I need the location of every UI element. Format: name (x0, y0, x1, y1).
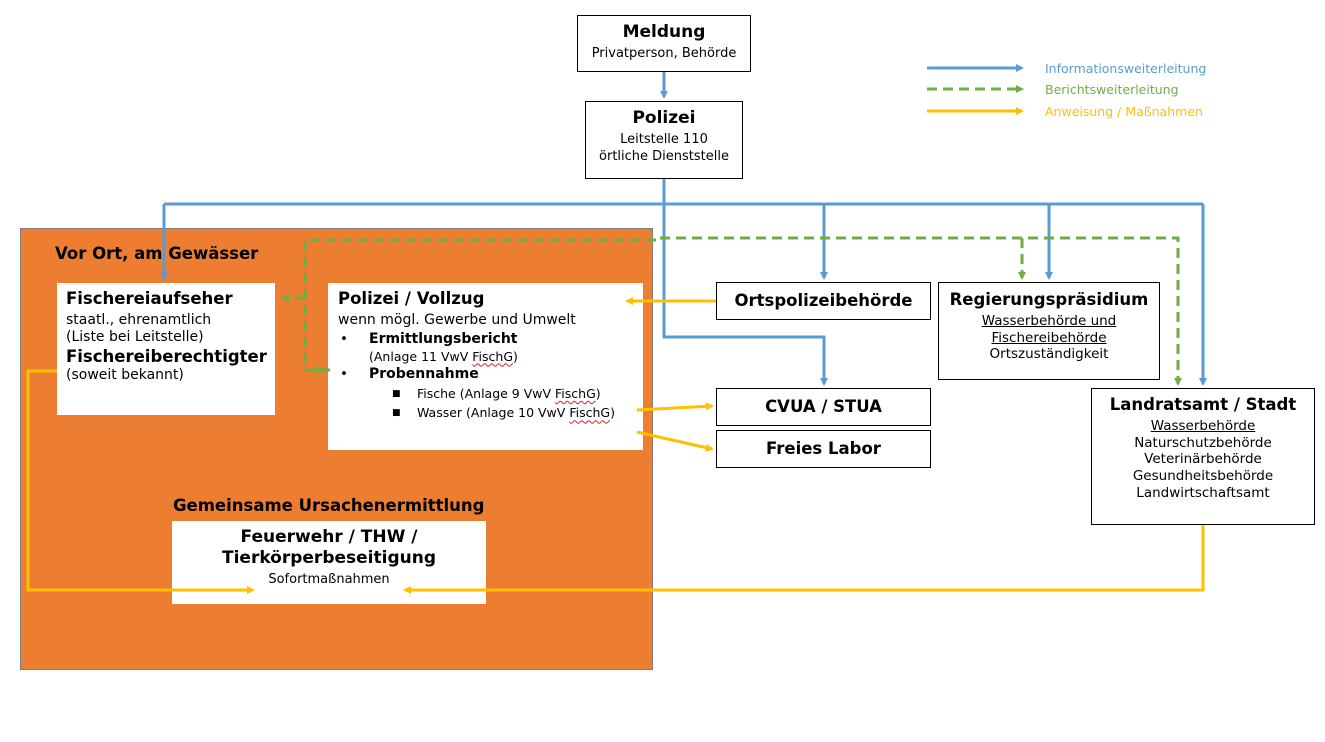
regierung-title: Regierungspräsidium (949, 290, 1149, 309)
labor-title: Freies Labor (766, 439, 881, 458)
vollzug-bullet: Ermittlungsbericht (369, 331, 518, 348)
cvua-box[interactable]: CVUA / STUA (716, 388, 931, 426)
vollzug-sub-bullet: Wasser (Anlage 10 VwV FischG) (338, 405, 643, 421)
square-bullet-icon: ■ (392, 388, 401, 399)
note-text: (Anlage 11 VwV (369, 348, 473, 364)
legend-label-info: Informationsweiterleitung (1045, 61, 1207, 76)
vollzug-sub-bullet: Fische (Anlage 9 VwV FischG) (338, 386, 643, 402)
fischereiaufseher-title: Fischereiaufseher (66, 289, 233, 308)
legend-label-action: Anweisung / Maßnahmen (1045, 104, 1203, 119)
vollzug-bullet-note: (Anlage 11 VwV FischG) (338, 349, 643, 365)
polizei-line: Leitstelle 110 (620, 132, 708, 148)
fischereiberechtigter-title: Fischereiberechtigter (66, 346, 267, 366)
feuerwehr-title: Tierkörperbeseitigung (221, 548, 436, 569)
law-ref: FischG (555, 385, 596, 401)
vollzug-bullet: Probennahme (369, 366, 479, 383)
regierung-line: Fischereibehörde (991, 329, 1107, 346)
polizei-box[interactable]: Polizei Leitstelle 110 örtliche Dienstst… (585, 101, 743, 179)
regierung-box[interactable]: Regierungspräsidium Wasserbehörde und Fi… (938, 282, 1160, 380)
meldung-title: Meldung (622, 22, 706, 42)
on-site-area-label: Vor Ort, am Gewässer (55, 244, 259, 263)
arrow-to-cvua (662, 204, 828, 386)
meldung-subtitle: Privatperson, Behörde (591, 46, 737, 62)
fischereiberechtigter-line: (soweit bekannt) (66, 367, 184, 384)
joint-investigation-label: Gemeinsame Ursachenermittlung (173, 496, 485, 515)
cvua-title: CVUA / STUA (765, 397, 882, 416)
meldung-box[interactable]: Meldung Privatperson, Behörde (577, 15, 751, 72)
fischereiaufseher-line: staatl., ehrenamtlich (66, 311, 212, 328)
law-ref: FischG (569, 405, 611, 421)
action-landrat-to-feuerwehr (403, 525, 1205, 594)
note-text: ) (513, 348, 518, 364)
vollzug-box[interactable]: Polizei / Vollzug wenn mögl. Gewerbe und… (328, 283, 643, 450)
legend-label-report: Berichtsweiterleitung (1045, 82, 1179, 97)
vollzug-title: Polizei / Vollzug (338, 289, 485, 308)
vollzug-subtitle: wenn mögl. Gewerbe und Umwelt (338, 311, 576, 328)
landrat-line: Wasserbehörde (1150, 417, 1256, 434)
bullet-icon: • (340, 331, 348, 348)
landrat-box[interactable]: Landratsamt / Stadt Wasserbehörde Naturs… (1091, 388, 1315, 525)
law-ref: FischG (472, 348, 514, 364)
fischereiaufseher-box[interactable]: Fischereiaufseher staatl., ehrenamtlich … (57, 283, 275, 415)
landrat-line: Landwirtschaftsamt (1136, 485, 1270, 502)
action-fische-to-cvua (636, 402, 714, 412)
polizei-line: örtliche Dienststelle (599, 148, 729, 164)
note-text: ) (610, 405, 615, 421)
ortspolizei-title: Ortspolizeibehörde (734, 291, 913, 310)
landrat-line: Gesundheitsbehörde (1132, 468, 1274, 485)
labor-box[interactable]: Freies Labor (716, 430, 931, 468)
report-bus (303, 236, 1182, 386)
square-bullet-icon: ■ (392, 408, 401, 419)
note-text: ) (595, 385, 601, 401)
bullet-icon: • (340, 366, 348, 383)
action-fischereiaufseher-to-feuerwehr (26, 369, 255, 594)
note-text: Fische (Anlage 9 VwV (417, 385, 556, 401)
regierung-line: Wasserbehörde und (981, 312, 1117, 329)
ortspolizei-box[interactable]: Ortspolizeibehörde (716, 282, 931, 320)
landrat-line: Naturschutzbehörde (1134, 434, 1272, 451)
regierung-line: Ortszuständigkeit (989, 346, 1109, 363)
polizei-title: Polizei (632, 108, 696, 128)
landrat-title: Landratsamt / Stadt (1109, 395, 1297, 414)
fischereiaufseher-line: (Liste bei Leitstelle) (66, 329, 204, 346)
action-wasser-to-labor (636, 430, 714, 452)
feuerwehr-title: Feuerwehr / THW / (240, 527, 418, 547)
feuerwehr-subtitle: Sofortmaßnahmen (268, 571, 390, 587)
note-text: Wasser (Anlage 10 VwV (417, 405, 570, 421)
landrat-line: Veterinärbehörde (1144, 451, 1262, 468)
